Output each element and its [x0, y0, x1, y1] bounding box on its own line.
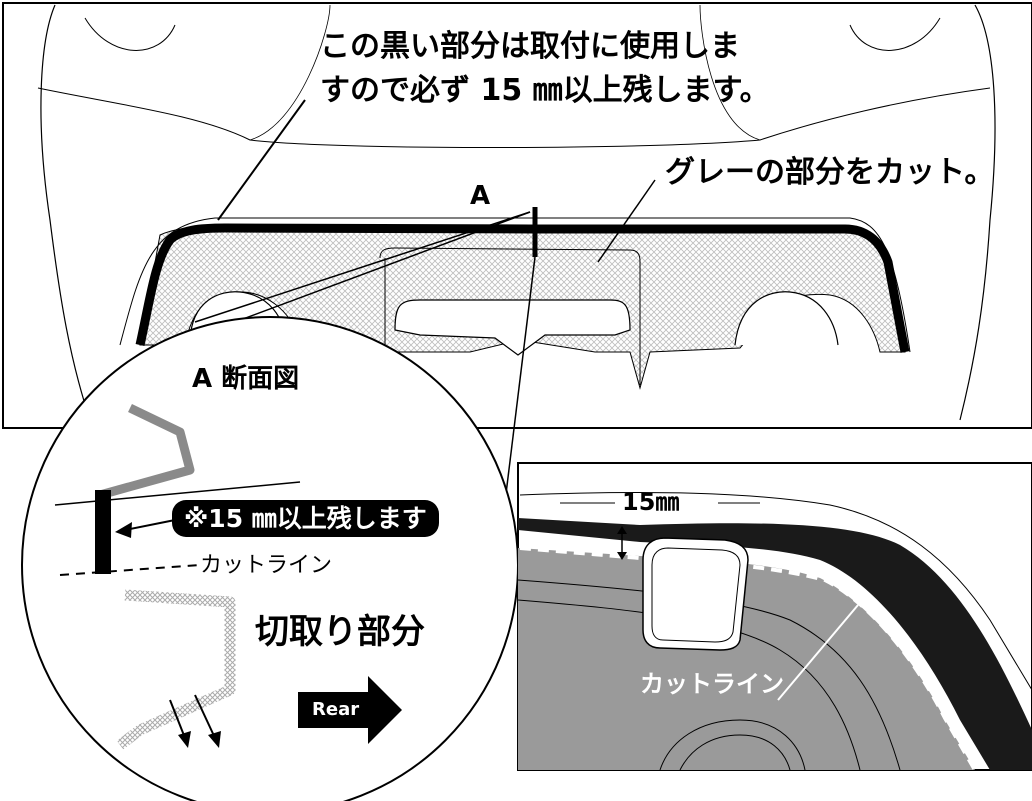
exhaust-opening: [394, 299, 631, 356]
remaining-part: [95, 490, 111, 574]
section-view-title: A 断面図: [192, 364, 300, 394]
detail-dimension-label: 15㎜: [622, 488, 680, 516]
rear-label: Rear: [312, 699, 360, 720]
mounting-band: [135, 223, 910, 353]
cut-line: [59, 564, 201, 576]
section-marker-label: A: [470, 181, 491, 211]
section-cut-line-label: カットライン: [200, 553, 333, 578]
cut-part-hatch: [116, 589, 236, 750]
detail-gray-area: [518, 548, 975, 770]
detail-cut-line: [519, 546, 977, 770]
section-view: [21, 316, 519, 801]
detail-view: [517, 462, 1032, 771]
detail-cut-line-label: カットライン: [640, 670, 784, 698]
rear-arrow: [298, 676, 402, 744]
cut-part-label: 切取り部分: [255, 612, 425, 652]
keep-15mm-note: ※15 ㎜以上残します: [172, 500, 439, 537]
top-note-line2: すので必ず 15 ㎜以上残します。: [320, 73, 770, 108]
bumper-upper-curve: [40, 4, 91, 421]
top-note-line1: この黒い部分は取付に使用しま: [320, 29, 740, 64]
profile-gray: [98, 403, 195, 500]
detail-black-band: [518, 518, 1032, 770]
cut-note: グレーの部分をカット。: [665, 155, 995, 190]
